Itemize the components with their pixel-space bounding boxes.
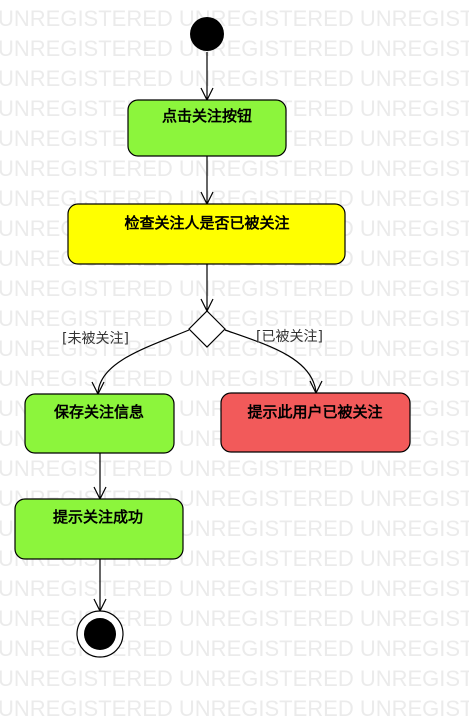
action-box [24,393,175,454]
watermark-line: UNREGISTERED UNREGISTERED UNREGISTERED U… [0,696,469,720]
action-check-followed: 检查关注人是否已被关注 [67,203,346,265]
watermark-line: UNREGISTERED UNREGISTERED UNREGISTERED U… [0,156,469,181]
watermark-line: UNREGISTERED UNREGISTERED UNREGISTERED U… [0,336,469,361]
watermark-line: UNREGISTERED UNREGISTERED UNREGISTERED U… [0,636,469,661]
edge-decision-to-notify-already [224,329,317,393]
action-box [127,99,287,157]
watermark-line: UNREGISTERED UNREGISTERED UNREGISTERED U… [0,276,469,301]
watermark-line: UNREGISTERED UNREGISTERED UNREGISTERED U… [0,366,469,391]
action-label: 提示关注成功 [53,508,143,526]
action-click-follow: 点击关注按钮 [127,99,287,157]
watermark-line: UNREGISTERED UNREGISTERED UNREGISTERED U… [0,576,469,601]
action-notify-already: 提示此用户已被关注 [220,392,411,453]
initial-node [190,17,224,51]
final-node-core [84,618,116,650]
action-box [14,498,184,560]
action-save-info: 保存关注信息 [24,393,175,454]
watermark-line: UNREGISTERED UNREGISTERED UNREGISTERED U… [0,66,469,91]
edge-decision-to-save [97,329,190,394]
decision-node [188,310,226,348]
watermark-line: UNREGISTERED UNREGISTERED UNREGISTERED U… [0,36,469,61]
action-box [220,392,411,453]
action-label: 检查关注人是否已被关注 [124,214,289,232]
watermark-line: UNREGISTERED UNREGISTERED UNREGISTERED U… [0,6,469,31]
guard-label-not-followed: [未被关注] [62,331,129,347]
final-node [76,610,124,658]
action-label: 保存关注信息 [53,403,144,421]
guard-label-already-followed: [已被关注] [256,329,323,345]
watermark-line: UNREGISTERED UNREGISTERED UNREGISTERED U… [0,666,469,691]
watermark-line: UNREGISTERED UNREGISTERED UNREGISTERED U… [0,606,469,631]
watermark-line: UNREGISTERED UNREGISTERED UNREGISTERED U… [0,456,469,481]
action-notify-success: 提示关注成功 [14,498,184,560]
action-label: 点击关注按钮 [162,107,252,125]
action-box [67,203,346,265]
watermark-line: UNREGISTERED UNREGISTERED UNREGISTERED U… [0,306,469,331]
action-label: 提示此用户已被关注 [247,403,382,421]
